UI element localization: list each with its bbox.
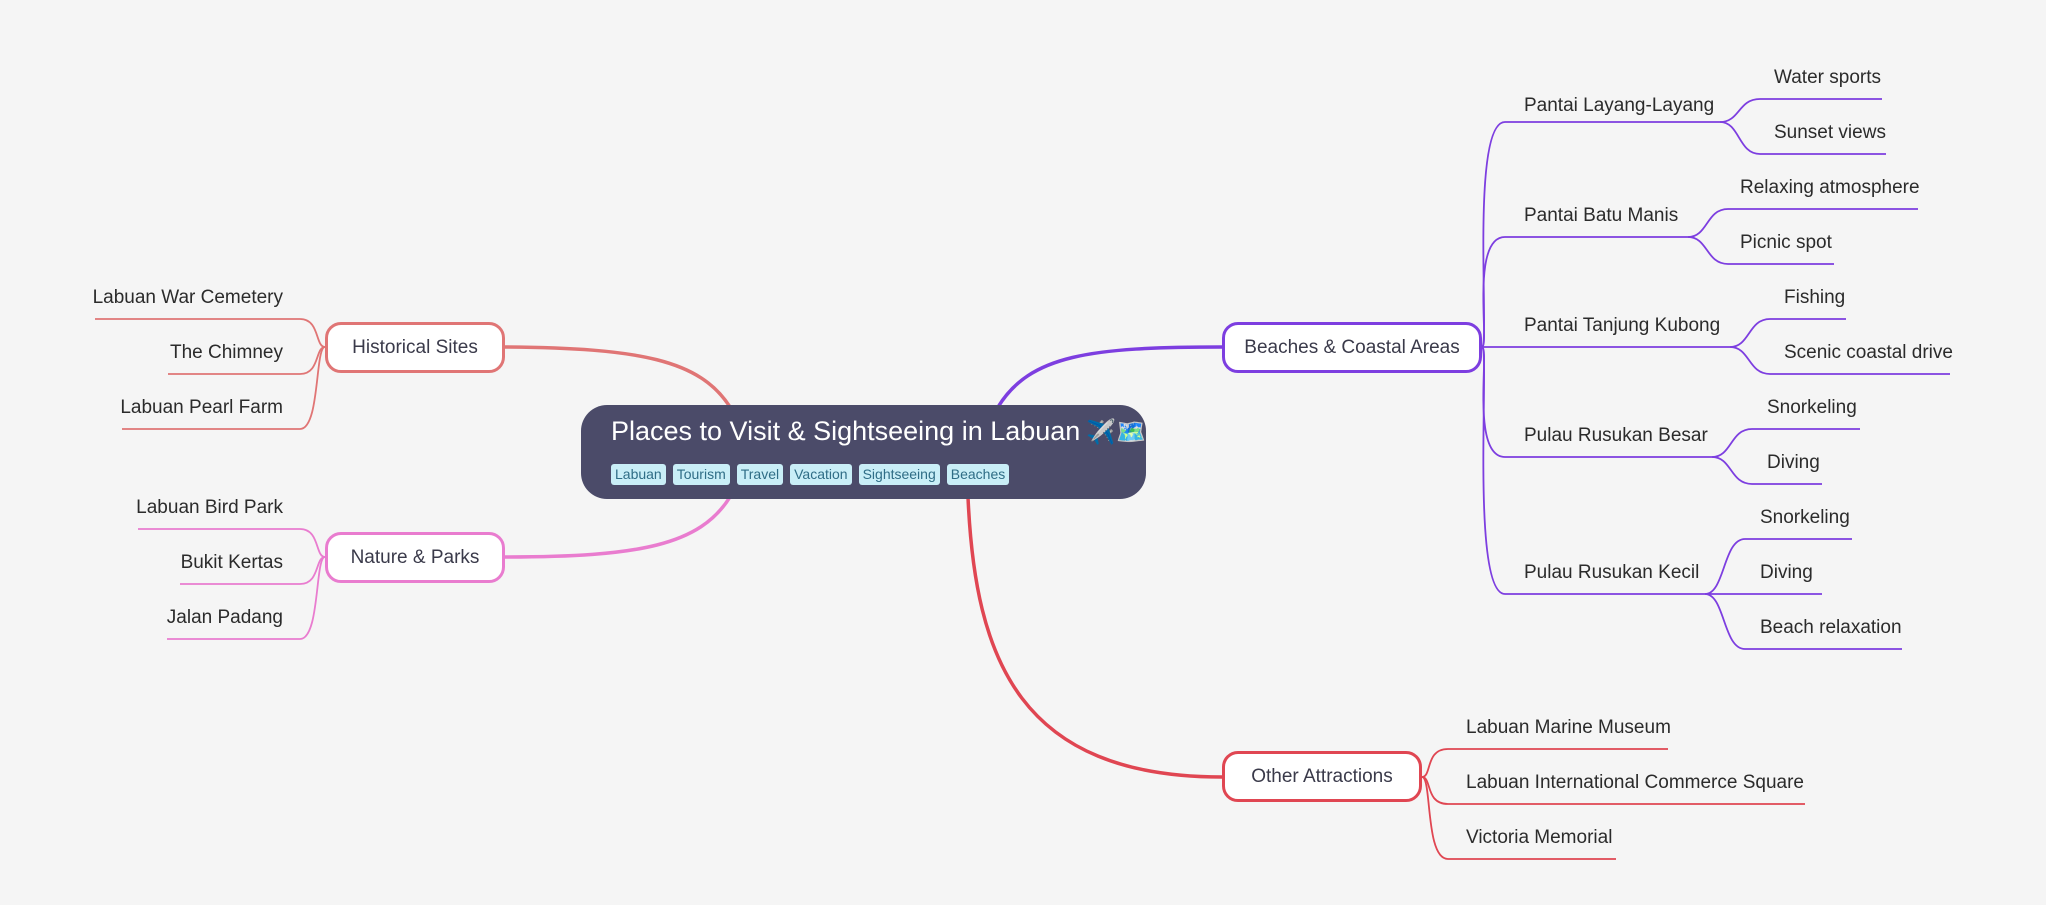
leaf-snorkeling[interactable]: Snorkeling: [1767, 397, 1857, 418]
connector-leaf: [1704, 538, 1852, 595]
leaf-beach-relaxation[interactable]: Beach relaxation: [1760, 617, 1902, 638]
connector-sub: [1481, 121, 1720, 348]
leaf-diving[interactable]: Diving: [1767, 452, 1820, 473]
connector-leaf: [1704, 593, 1902, 650]
leaf-labuan-bird-park[interactable]: Labuan Bird Park: [136, 497, 283, 518]
leaf-jalan-padang[interactable]: Jalan Padang: [166, 607, 283, 628]
connector-leaf: [1687, 236, 1834, 265]
leaf-diving[interactable]: Diving: [1760, 562, 1813, 583]
connector-leaf: [1711, 456, 1822, 485]
leaf-snorkeling[interactable]: Snorkeling: [1760, 507, 1850, 528]
leaf-fishing[interactable]: Fishing: [1784, 287, 1846, 308]
leaf-labuan-international-commerce-square[interactable]: Labuan International Commerce Square: [1466, 772, 1804, 793]
root-node[interactable]: Places to Visit & Sightseeing in Labuan✈…: [581, 405, 1146, 499]
tag[interactable]: Tourism: [672, 464, 730, 485]
leaf-sunset-views[interactable]: Sunset views: [1774, 122, 1886, 143]
branch-nature-parks[interactable]: Nature & Parks: [325, 532, 505, 583]
branch-beaches-coastal-areas[interactable]: Beaches & Coastal Areas: [1222, 322, 1482, 373]
leaf-picnic-spot[interactable]: Picnic spot: [1740, 232, 1832, 253]
connector-leaf: [1729, 346, 1950, 375]
leaf-the-chimney[interactable]: The Chimney: [170, 342, 283, 363]
connector-leaf: [1711, 428, 1860, 458]
connector-leaf: [1719, 121, 1886, 155]
tag[interactable]: Labuan: [611, 464, 666, 485]
tag[interactable]: Beaches: [946, 464, 1010, 485]
connector-beaches: [996, 345, 1223, 408]
connector-other: [966, 496, 1223, 779]
connector-leaf: [122, 346, 326, 430]
leaf-labuan-marine-museum[interactable]: Labuan Marine Museum: [1466, 717, 1671, 738]
leaf-water-sports[interactable]: Water sports: [1774, 67, 1881, 88]
leaf-labuan-pearl-farm[interactable]: Labuan Pearl Farm: [120, 397, 283, 418]
tag[interactable]: Sightseeing: [858, 464, 940, 485]
leaf-victoria-memorial[interactable]: Victoria Memorial: [1466, 827, 1613, 848]
connector-leaf: [95, 318, 326, 348]
leaf-pulau-rusukan-besar[interactable]: Pulau Rusukan Besar: [1524, 425, 1708, 446]
connector-sub: [1481, 236, 1688, 348]
connector-leaf: [1421, 748, 1668, 778]
branch-historical-sites[interactable]: Historical Sites: [325, 322, 505, 373]
connector-leaf: [1729, 318, 1846, 348]
root-title: Places to Visit & Sightseeing in Labuan✈…: [611, 416, 1147, 446]
connector-leaf: [1719, 98, 1882, 123]
leaf-pantai-layang-layang[interactable]: Pantai Layang-Layang: [1524, 95, 1715, 116]
tag[interactable]: Travel: [736, 464, 784, 485]
leaf-pulau-rusukan-kecil[interactable]: Pulau Rusukan Kecil: [1524, 562, 1700, 583]
connector-leaf: [138, 528, 326, 558]
leaf-labuan-war-cemetery[interactable]: Labuan War Cemetery: [92, 287, 283, 308]
branch-other-attractions[interactable]: Other Attractions: [1222, 751, 1422, 802]
connector-historical: [504, 345, 732, 408]
tag-list: Labuan Tourism Travel Vacation Sightseei…: [611, 464, 1010, 485]
leaf-scenic-coastal-drive[interactable]: Scenic coastal drive: [1784, 342, 1953, 363]
connector-leaf: [167, 556, 326, 640]
airplane-map-icon: ✈️🗺️: [1086, 419, 1147, 446]
tag[interactable]: Vacation: [790, 464, 852, 485]
connector-leaf: [1421, 776, 1616, 860]
connector-leaf: [1687, 208, 1918, 238]
leaf-pantai-tanjung-kubong[interactable]: Pantai Tanjung Kubong: [1524, 315, 1721, 336]
connector-sub: [1481, 346, 1705, 595]
connector-nature: [504, 496, 732, 559]
leaf-pantai-batu-manis[interactable]: Pantai Batu Manis: [1524, 205, 1679, 226]
leaf-bukit-kertas[interactable]: Bukit Kertas: [180, 552, 283, 573]
leaf-relaxing-atmosphere[interactable]: Relaxing atmosphere: [1740, 177, 1920, 198]
